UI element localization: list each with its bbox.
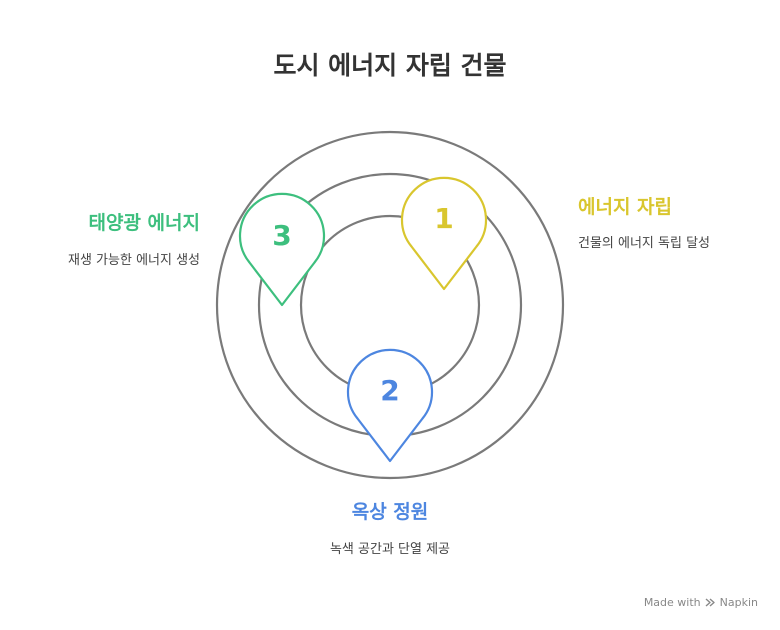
energy-independence-description: 건물의 에너지 독립 달성 (578, 236, 710, 251)
pin-3-number: 3 (272, 219, 291, 252)
page-title: 도시 에너지 자립 건물 (273, 51, 507, 80)
pin-2-number: 2 (380, 374, 399, 407)
solar-energy-heading: 태양광 에너지 (88, 212, 201, 234)
rooftop-garden-heading: 옥상 정원 (351, 501, 429, 523)
napkin-brand-label: Napkin (719, 596, 758, 609)
pin-3-marker: 3 (238, 192, 326, 307)
rooftop-garden-description: 녹색 공간과 단열 제공 (329, 542, 451, 557)
made-with-napkin-footer[interactable]: Made with Napkin (644, 596, 758, 609)
pin-1-marker: 1 (400, 176, 488, 291)
pin-2-marker: 2 (346, 348, 434, 463)
outer-ring (215, 130, 565, 480)
made-with-label: Made with (643, 596, 701, 609)
solar-energy-description: 재생 가능한 에너지 생성 (68, 253, 200, 268)
energy-independence-heading: 에너지 자립 (578, 196, 673, 218)
napkin-logo-icon (705, 598, 715, 607)
pin-1-number: 1 (434, 202, 453, 235)
